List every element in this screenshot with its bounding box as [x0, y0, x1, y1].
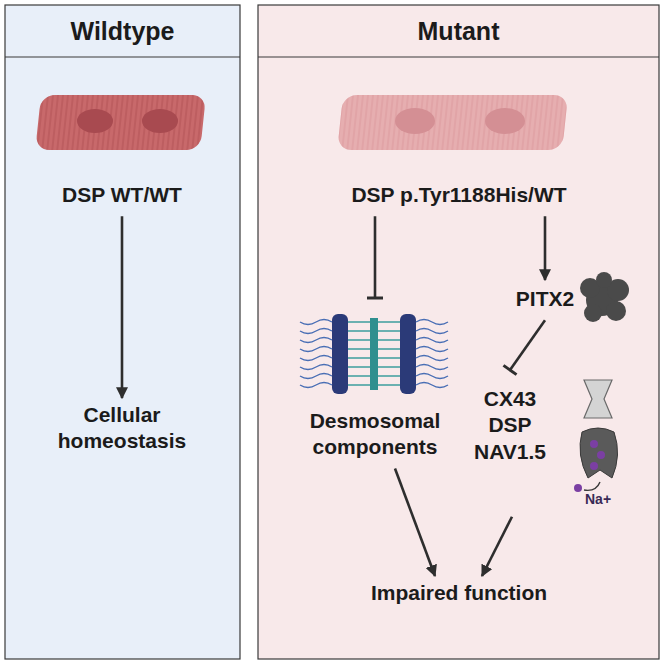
node-text: Impaired function [329, 580, 589, 606]
inhibition-line [510, 320, 545, 370]
pitx2-protein [580, 272, 629, 322]
gene-label: DSP p.Tyr1188His/WT [309, 182, 609, 212]
panel-ground [5, 5, 240, 659]
cardiomyocyte [35, 95, 206, 150]
panel: WildtypeDSP WT/WT Cellular homeostasis [5, 5, 240, 659]
ion-label: Na+ [585, 491, 611, 507]
outcome-label: Impaired function [329, 580, 589, 610]
sodium-channel [574, 428, 618, 492]
activation-arrow [544, 216, 547, 280]
node-text: PITX2 [500, 286, 590, 312]
target-label: CX43 DSP NAV1.5 [462, 374, 638, 513]
desmosome-illustration [300, 314, 448, 394]
component-label: Desmosomal components [285, 302, 465, 465]
header-rule [258, 56, 659, 57]
cardiomyocyte [337, 95, 568, 150]
node-text: CX43 DSP NAV1.5 [462, 386, 558, 465]
inhibition-line [374, 216, 377, 298]
gene-label: DSP WT/WT [12, 182, 232, 212]
panel-heading: Wildtype [5, 5, 240, 57]
node-text: DSP p.Tyr1188His/WT [309, 182, 609, 208]
activation-arrow [482, 517, 512, 576]
outcome-label: Cellular homeostasis [22, 402, 222, 459]
activation-arrow [121, 216, 124, 398]
connexin-channel [584, 380, 612, 418]
panel: MutantDSP p.Tyr1188His/WT Desmosomal comp… [258, 5, 659, 659]
node-text: Cellular homeostasis [22, 402, 222, 455]
panel-ground [258, 5, 659, 659]
protein-label: PITX2 [500, 284, 590, 316]
header-rule [5, 56, 240, 57]
node-text: Desmosomal components [285, 408, 465, 461]
activation-arrow [395, 469, 435, 577]
panel-heading: Mutant [258, 5, 659, 57]
node-text: DSP WT/WT [12, 182, 232, 208]
